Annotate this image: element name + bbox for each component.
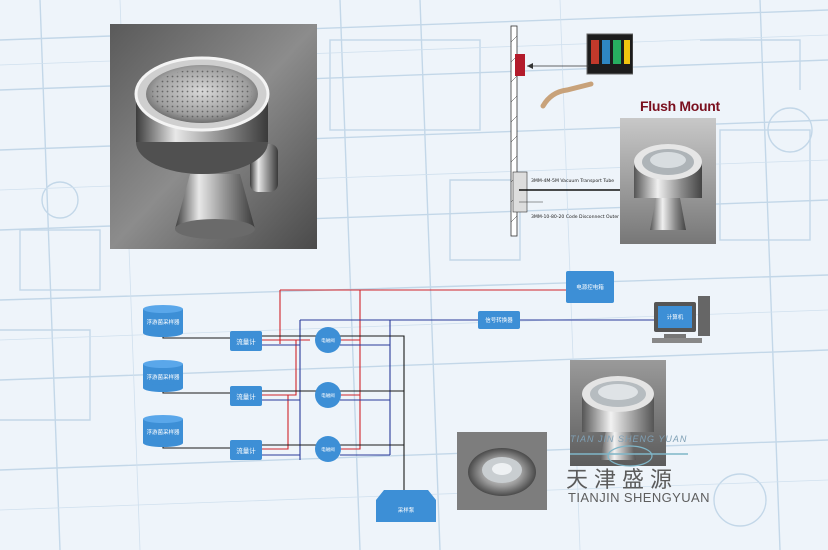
installed-head-photo <box>457 432 547 510</box>
flush-mount-photo <box>620 118 716 244</box>
sensor-group: 浮游菌采样器 浮游菌采样器 浮游菌采样器 <box>143 305 183 447</box>
sampling-head-photo <box>110 24 317 249</box>
pump-label: 采样泵 <box>398 506 415 514</box>
flowmeter-2 <box>230 386 262 406</box>
tube-label-1: 3MM-4M-5M Vacuum Transport Tube <box>531 178 614 184</box>
computer-icon: 计算机 <box>652 296 710 343</box>
valve-2 <box>315 382 341 408</box>
signal-converter <box>478 311 520 329</box>
tube-label-2: 3MM-10-80-20 Code Disconnect Outer <box>531 214 619 220</box>
company-logo <box>570 445 688 467</box>
flowmeter-group: 流量计 流量计 流量计 <box>230 331 262 460</box>
flowmeter-3 <box>230 440 262 460</box>
valve-group: 电磁阀 电磁阀 电磁阀 <box>315 327 341 462</box>
valve-label: 电磁阀 <box>321 337 335 344</box>
valve-label: 电磁阀 <box>321 392 335 399</box>
flowmeter-1 <box>230 331 262 351</box>
flowmeter-label: 流量计 <box>236 337 256 346</box>
valve-label: 电磁阀 <box>321 446 335 453</box>
sensor-1: 浮游菌采样器 <box>143 305 183 337</box>
flowmeter-label: 流量计 <box>236 392 256 401</box>
sensor-label: 浮游菌采样器 <box>146 428 180 436</box>
small-sampling-head-photo <box>570 360 666 466</box>
valve-1 <box>315 327 341 353</box>
wall-mount-diagram: 3MM-4M-5M Vacuum Transport Tube 3MM-10-8… <box>510 25 633 237</box>
sensor-label: 浮游菌采样器 <box>146 373 180 381</box>
hand-icon <box>540 81 594 109</box>
flowmeter-label: 流量计 <box>236 446 256 455</box>
power-box-label: 电源控电箱 <box>576 283 604 291</box>
signal-converter-label: 信号转换器 <box>485 316 513 324</box>
sampling-pump: 采样泵 <box>376 490 436 522</box>
control-panel-icon <box>586 33 633 75</box>
sensor-2: 浮游菌采样器 <box>143 360 183 392</box>
power-control-box <box>566 271 614 303</box>
logo-chinese-name: 天津盛源 <box>566 468 679 493</box>
sensor-3: 浮游菌采样器 <box>143 415 183 447</box>
flush-mount-label: Flush Mount <box>640 98 720 114</box>
sensor-label: 浮游菌采样器 <box>146 318 180 326</box>
valve-3 <box>315 436 341 462</box>
logo-english-name: TIANJIN SHENGYUAN <box>568 490 710 505</box>
logo-watermark: TIAN JIN SHENG YUAN <box>570 434 688 444</box>
computer-label: 计算机 <box>667 313 684 321</box>
